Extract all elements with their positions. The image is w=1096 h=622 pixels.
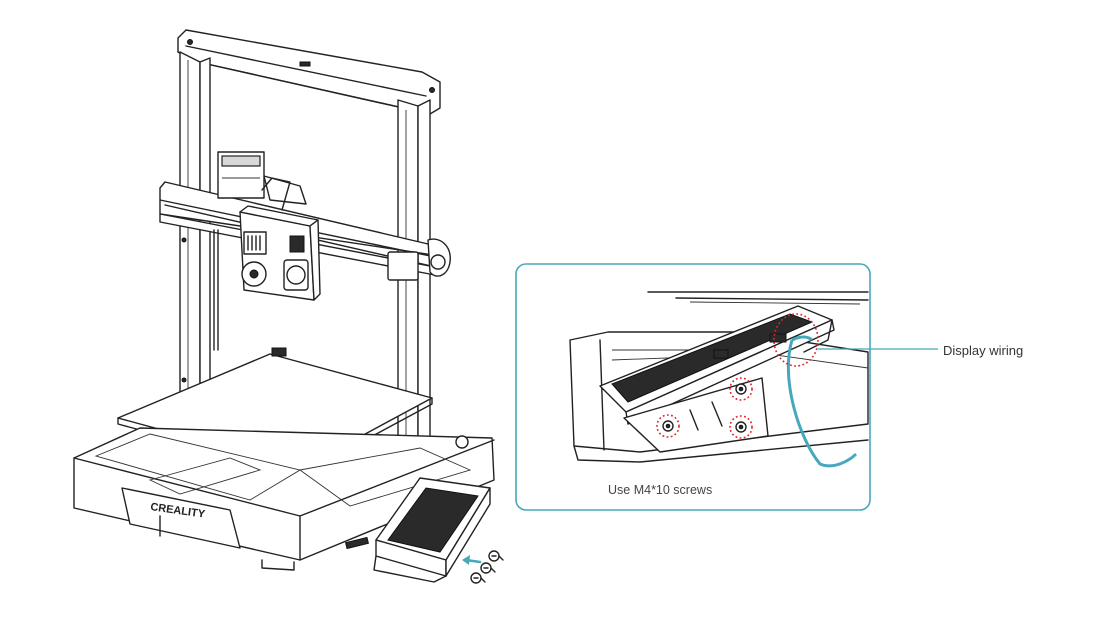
screw-marker — [729, 415, 753, 439]
arrow-left-icon — [462, 555, 482, 565]
screws — [470, 550, 504, 584]
display-screen — [373, 477, 491, 583]
screw-marker — [729, 377, 753, 401]
detail-panel — [515, 263, 871, 511]
printer-illustration: CREALITY — [73, 29, 504, 584]
print-head — [239, 177, 321, 301]
wiring-marker — [773, 313, 819, 367]
printer-base: CREALITY — [73, 427, 495, 571]
display-wiring-label: Display wiring — [943, 343, 1024, 358]
screw-marker — [656, 414, 680, 438]
detail-caption: Use M4*10 screws — [608, 483, 713, 497]
